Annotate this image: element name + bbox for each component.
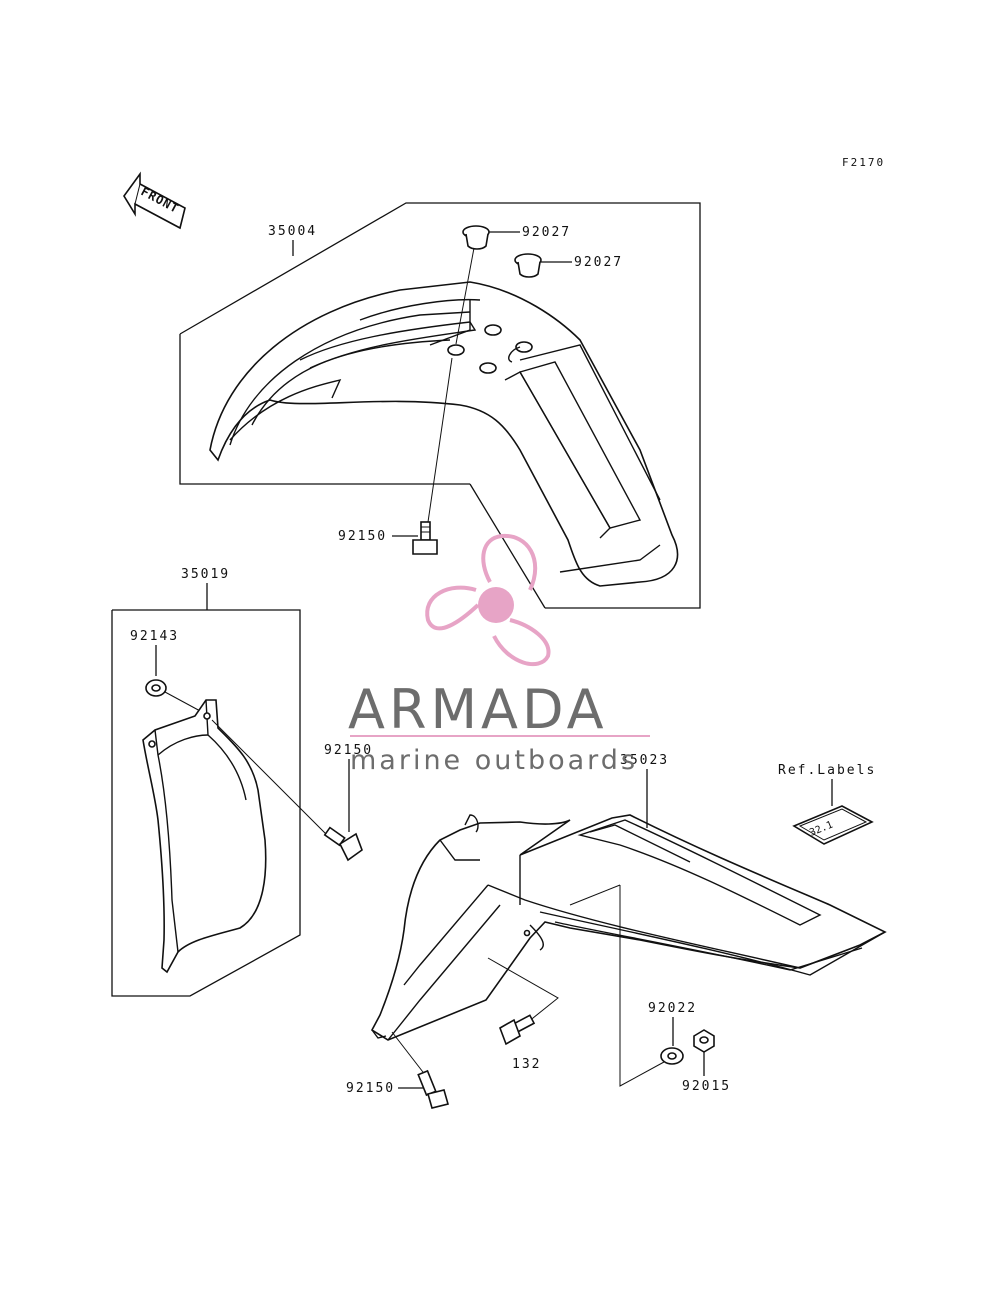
washer-92022-icon [660, 1047, 684, 1065]
front-arrow-icon: FRONT [123, 171, 186, 230]
bolt-92150-front-icon [412, 521, 438, 555]
label-92143: 92143 [130, 629, 179, 644]
label-92027-b: 92027 [574, 255, 623, 270]
label-92022: 92022 [648, 1001, 697, 1016]
label-35019: 35019 [181, 567, 230, 582]
rear-fender [370, 814, 887, 1041]
label-132: 132 [512, 1057, 541, 1072]
ref-labels-title: Ref.Labels [778, 763, 876, 778]
label-92150-front: 92150 [338, 529, 387, 544]
label-35023: 35023 [620, 753, 669, 768]
washer-92143-icon [145, 679, 167, 697]
label-35004: 35004 [268, 224, 317, 239]
mud-flap [142, 699, 267, 974]
front-fender [209, 281, 679, 587]
label-92150-rear: 92150 [346, 1081, 395, 1096]
label-92015: 92015 [682, 1079, 731, 1094]
bolt-132-icon [499, 1014, 536, 1046]
label-92150-flap: 92150 [324, 743, 373, 758]
rear-fender-group: 35023 132 92022 92015 9 [346, 753, 887, 1109]
bolt-92150-rear-icon [417, 1069, 449, 1109]
figure-code: F2170 [842, 156, 885, 169]
bolt-92150-flap-icon [323, 826, 363, 862]
front-fender-group: 92027 92027 92150 35004 [179, 202, 701, 609]
label-tag-icon: 32.1 [792, 805, 874, 845]
nut-92015-icon [693, 1029, 715, 1053]
armada-tagline: marine outboards [350, 745, 638, 776]
ref-labels-group: Ref.Labels 32.1 [778, 763, 876, 845]
damper-92027-a-icon [462, 225, 490, 250]
damper-92027-b-icon [514, 253, 542, 278]
armada-watermark: ARMADA marine outboards [348, 533, 650, 776]
flap-group: 35019 92143 92150 [111, 567, 373, 997]
label-92027-a: 92027 [522, 225, 571, 240]
propeller-logo-icon [425, 533, 551, 667]
armada-brand: ARMADA [348, 678, 608, 741]
